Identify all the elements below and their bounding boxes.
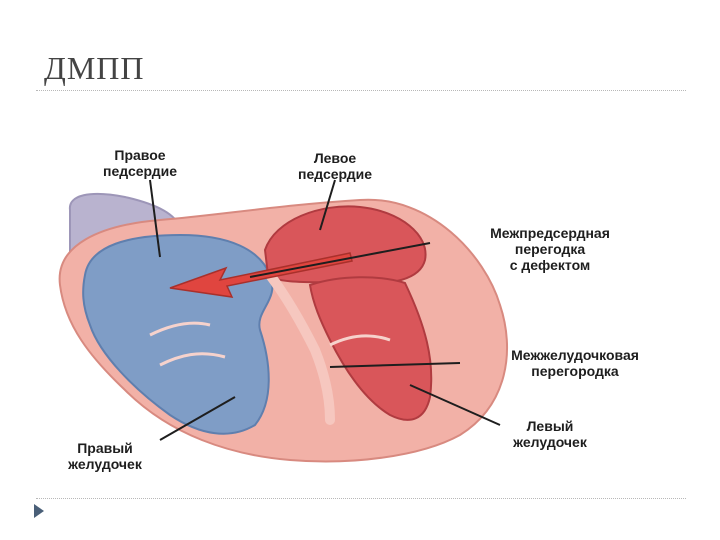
footer-divider (36, 498, 686, 499)
label-right-ventricle: Правый желудочек (68, 440, 142, 472)
left-ventricle-chamber (308, 276, 433, 421)
label-ventricular-septum: Межжелудочковая перегородка (511, 347, 639, 379)
valve-strands (149, 321, 391, 367)
label-atrial-septum-defect: Межпредсердная перегодка с дефектом (490, 225, 610, 273)
slide-title: ДМПП (44, 50, 145, 86)
title-divider (36, 90, 686, 91)
leader-lines (149, 179, 501, 441)
label-left-atrium: Левое педсердие (298, 150, 372, 182)
right-heart-chambers (82, 233, 274, 435)
heart-diagram: Правое педсердие Левое педсердие Межпред… (30, 135, 710, 480)
slide-bullet-icon (34, 504, 44, 518)
interventricular-septum (265, 270, 335, 425)
heart-illustration (58, 179, 509, 463)
label-right-atrium: Правое педсердие (103, 147, 177, 179)
label-left-ventricle: Левый желудочек (513, 418, 587, 450)
